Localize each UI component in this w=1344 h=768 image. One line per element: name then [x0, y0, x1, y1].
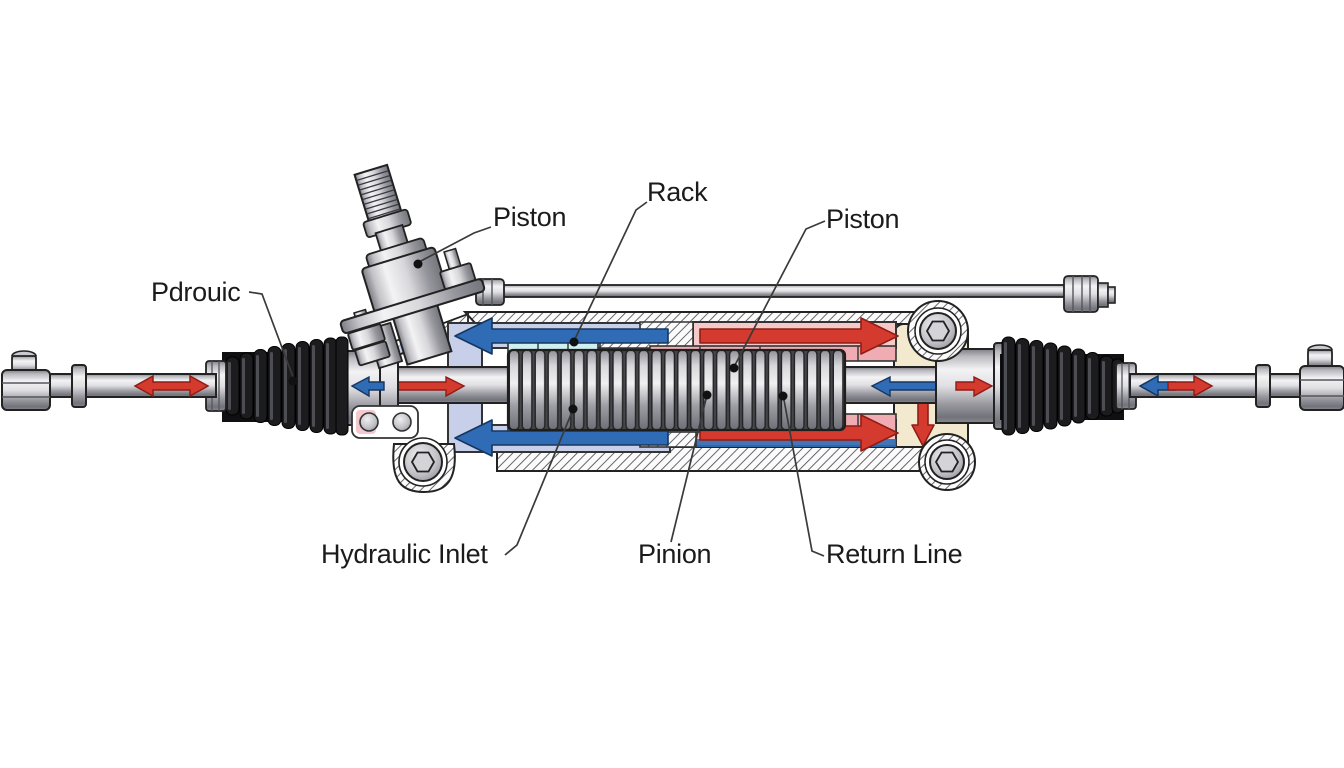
mounting-bolt-bottom-right: [918, 433, 976, 491]
label-pdrouic: Pdrouic: [151, 277, 241, 307]
flow-arrow-tie-rod-left: [133, 374, 210, 398]
rack-threads: [506, 348, 847, 432]
label-rack: Rack: [647, 177, 708, 207]
tie-rod-right: [1129, 344, 1344, 411]
leader-piston-left: [418, 226, 492, 263]
leader-rack: [574, 201, 648, 340]
label-piston-right: Piston: [826, 204, 900, 234]
leader-return-line: [783, 399, 825, 557]
tie-rod-left: [1, 350, 217, 411]
leader-pinion: [670, 398, 707, 543]
flow-arrow-boss-left-blue: [350, 375, 385, 398]
transfer-tube: [475, 275, 1116, 313]
leader-pdrouic: [248, 291, 294, 378]
label-return-line: Return Line: [826, 539, 963, 569]
flow-arrow-top-left: [454, 317, 669, 355]
leader-lines: [248, 201, 826, 557]
leader-piston-right: [734, 220, 826, 366]
flow-arrow-top-right: [699, 317, 899, 355]
flow-arrow-bottom-right: [699, 414, 899, 452]
label-piston-left: Piston: [493, 202, 567, 232]
label-pinion: Pinion: [638, 539, 712, 569]
boot-right: [1000, 336, 1137, 436]
leader-hydraulic-inlet: [504, 411, 573, 556]
valve-assembly: [339, 163, 486, 370]
flow-arrow-tie-rod-right-red: [1167, 374, 1214, 398]
boot-left: [205, 336, 349, 436]
flow-arrow-boss-right-red: [955, 375, 994, 398]
label-dots: [288, 259, 788, 414]
mounting-bolt-top-right: [907, 300, 969, 362]
mounting-bolt-bottom-left: [392, 437, 456, 494]
label-hydraulic-inlet: Hydraulic Inlet: [321, 539, 488, 569]
